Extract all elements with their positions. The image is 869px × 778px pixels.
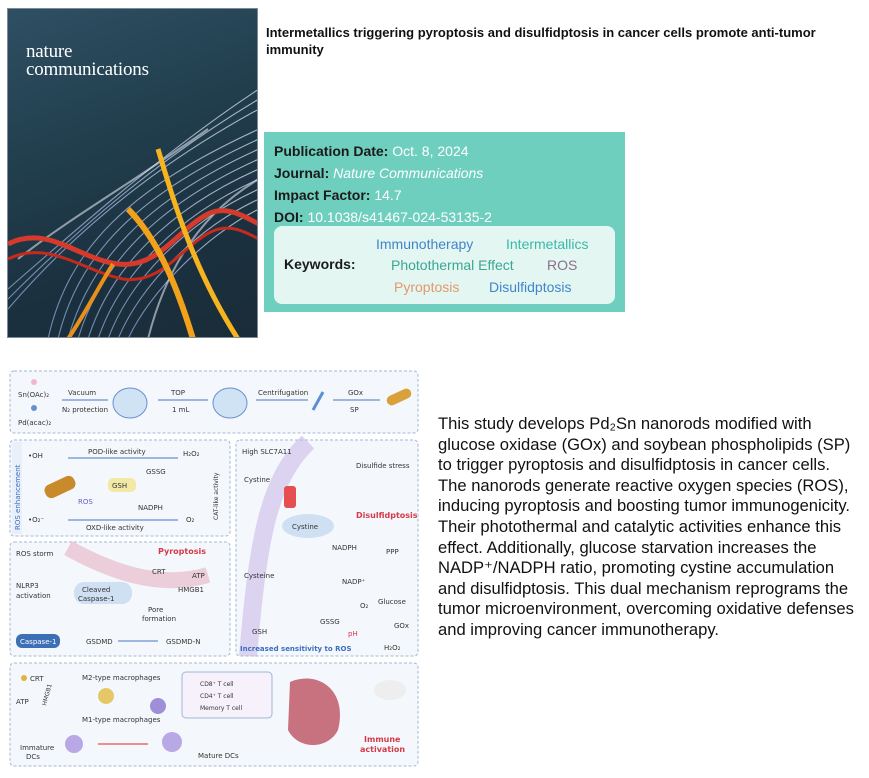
- svg-text:O₂: O₂: [360, 602, 369, 610]
- svg-text:TOP: TOP: [170, 389, 185, 397]
- svg-text:GSSG: GSSG: [146, 468, 166, 476]
- svg-text:Increased sensitivity to ROS: Increased sensitivity to ROS: [240, 645, 352, 653]
- svg-text:CRT: CRT: [152, 568, 166, 576]
- svg-text:CRT: CRT: [30, 675, 44, 683]
- keyword-tag[interactable]: Pyroptosis: [394, 279, 460, 295]
- svg-text:•O₂⁻: •O₂⁻: [28, 516, 44, 524]
- svg-text:1 mL: 1 mL: [172, 406, 189, 414]
- article-title: Intermetallics triggering pyroptosis and…: [266, 25, 816, 57]
- keyword-tag[interactable]: ROS: [547, 257, 578, 273]
- svg-text:Cystine: Cystine: [244, 476, 270, 484]
- svg-text:pH: pH: [348, 630, 358, 638]
- svg-text:H₂O₂: H₂O₂: [183, 450, 200, 458]
- keywords-box: Keywords: Immunotherapy Intermetallics P…: [274, 226, 615, 304]
- svg-text:N₂ protection: N₂ protection: [62, 406, 108, 414]
- svg-text:GSDMD: GSDMD: [86, 638, 113, 646]
- svg-text:Caspase-1: Caspase-1: [78, 595, 115, 603]
- svg-text:formation: formation: [142, 615, 176, 623]
- svg-text:Immature: Immature: [20, 744, 54, 752]
- svg-text:M1-type macrophages: M1-type macrophages: [82, 716, 161, 724]
- impact-factor-row: Impact Factor: 14.7: [274, 187, 402, 203]
- keyword-tag[interactable]: Immunotherapy: [376, 236, 474, 252]
- svg-text:ATP: ATP: [192, 572, 205, 580]
- svg-text:NLRP3: NLRP3: [16, 582, 39, 590]
- svg-text:GSDMD-N: GSDMD-N: [166, 638, 200, 646]
- impact-factor: 14.7: [374, 187, 402, 203]
- svg-text:GOx: GOx: [394, 622, 409, 630]
- journal-logo: nature communications: [26, 41, 149, 80]
- svg-text:NADPH: NADPH: [138, 504, 163, 512]
- keyword-tag[interactable]: Photothermal Effect: [391, 257, 514, 273]
- svg-text:Disulfide stress: Disulfide stress: [356, 462, 410, 470]
- svg-text:M2-type macrophages: M2-type macrophages: [82, 674, 161, 682]
- svg-text:Mature DCs: Mature DCs: [198, 752, 239, 760]
- svg-text:•OH: •OH: [28, 452, 43, 460]
- svg-text:Caspase-1: Caspase-1: [20, 638, 57, 646]
- svg-text:Vacuum: Vacuum: [68, 389, 96, 397]
- svg-text:ROS: ROS: [78, 498, 93, 506]
- svg-text:CD4⁺ T cell: CD4⁺ T cell: [200, 693, 234, 700]
- cover-artwork: [8, 89, 257, 337]
- keywords-label: Keywords:: [284, 256, 356, 272]
- svg-text:NADP⁺: NADP⁺: [342, 578, 366, 586]
- journal-name: Nature Communications: [333, 165, 484, 181]
- journal-row: Journal: Nature Communications: [274, 165, 484, 181]
- svg-text:SP: SP: [350, 406, 359, 414]
- svg-text:PPP: PPP: [386, 548, 399, 556]
- svg-text:Memory T cell: Memory T cell: [200, 705, 243, 712]
- svg-text:Centrifugation: Centrifugation: [258, 389, 308, 397]
- abstract-text: This study develops Pd₂Sn nanorods modif…: [438, 414, 854, 639]
- svg-text:GSH: GSH: [112, 482, 127, 490]
- svg-text:activation: activation: [360, 745, 405, 754]
- svg-text:O₂: O₂: [186, 516, 195, 524]
- svg-text:Sn(OAc)₂: Sn(OAc)₂: [18, 391, 49, 399]
- svg-text:GSSG: GSSG: [320, 618, 340, 626]
- svg-text:activation: activation: [16, 592, 51, 600]
- svg-text:GSH: GSH: [252, 628, 267, 636]
- svg-text:ROS enhancement: ROS enhancement: [14, 464, 22, 530]
- svg-text:Immune: Immune: [364, 735, 401, 744]
- svg-text:ROS storm: ROS storm: [16, 550, 53, 558]
- svg-text:Pd(acac)₂: Pd(acac)₂: [18, 419, 51, 427]
- mechanism-scheme-figure: Sn(OAc)₂ Pd(acac)₂ Vacuum N₂ protection …: [9, 370, 419, 767]
- keyword-tag[interactable]: Intermetallics: [506, 236, 589, 252]
- svg-text:POD-like activity: POD-like activity: [88, 448, 146, 456]
- svg-text:HMGB1: HMGB1: [178, 586, 204, 594]
- doi-row: DOI: 10.1038/s41467-024-53135-2: [274, 209, 492, 225]
- svg-text:Disulfidptosis: Disulfidptosis: [356, 511, 418, 520]
- svg-text:Cystine: Cystine: [292, 523, 318, 531]
- svg-text:DCs: DCs: [26, 753, 40, 761]
- svg-text:GOx: GOx: [348, 389, 363, 397]
- svg-text:Pyroptosis: Pyroptosis: [158, 547, 206, 556]
- svg-text:Cleaved: Cleaved: [82, 586, 110, 594]
- doi-link[interactable]: 10.1038/s41467-024-53135-2: [307, 209, 492, 225]
- svg-text:Pore: Pore: [148, 606, 163, 614]
- svg-text:OXD-like activity: OXD-like activity: [86, 524, 144, 532]
- publication-date-row: Publication Date: Oct. 8, 2024: [274, 143, 469, 159]
- svg-text:Glucose: Glucose: [378, 598, 406, 606]
- journal-cover-image: nature communications: [7, 8, 258, 338]
- publication-date: Oct. 8, 2024: [392, 143, 469, 159]
- svg-text:H₂O₂: H₂O₂: [384, 644, 401, 652]
- keyword-tag[interactable]: Disulfidptosis: [489, 279, 572, 295]
- publication-info-box: Publication Date: Oct. 8, 2024 Journal: …: [264, 132, 625, 312]
- svg-text:CAT-like activity: CAT-like activity: [213, 472, 220, 520]
- svg-text:ATP: ATP: [16, 698, 29, 706]
- svg-text:CD8⁺ T cell: CD8⁺ T cell: [200, 681, 234, 688]
- svg-text:NADPH: NADPH: [332, 544, 357, 552]
- svg-text:High SLC7A11: High SLC7A11: [242, 448, 292, 456]
- svg-text:Cysteine: Cysteine: [244, 572, 274, 580]
